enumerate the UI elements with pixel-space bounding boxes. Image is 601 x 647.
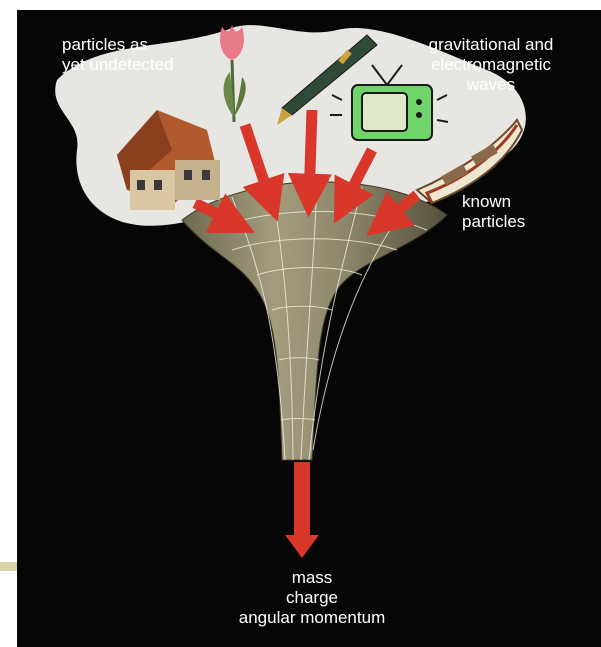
arrow-from-pen [309, 110, 312, 200]
output-arrow [285, 462, 319, 558]
label-known-particles: known particles [462, 192, 525, 232]
label-conserved-properties: mass charge angular momentum [202, 568, 422, 628]
funnel [182, 182, 447, 460]
diagram-canvas [17, 10, 601, 647]
diagram-panel: particles as yet undetected gravitationa… [17, 10, 601, 647]
label-gravitational-waves: gravitational and electromagnetic waves [406, 35, 576, 95]
label-particles-undetected: particles as yet undetected [62, 35, 174, 75]
